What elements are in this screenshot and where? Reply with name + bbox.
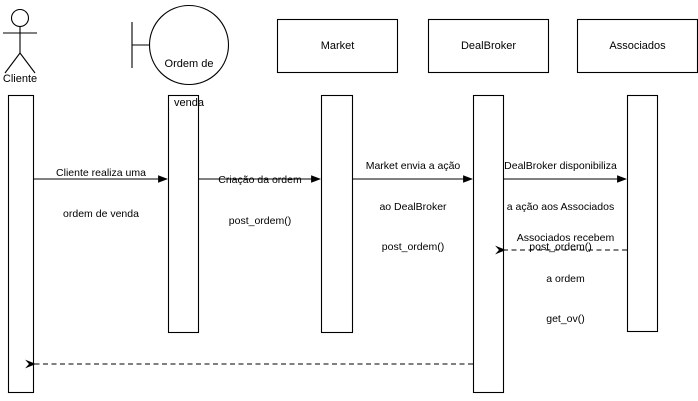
message-label-6: Ordem realizada com sucesso — [173, 375, 336, 401]
actor-icon-cliente — [3, 8, 37, 74]
message-label-5-line2: a ordem — [546, 272, 585, 285]
message-label-5-line1: Associados recebem — [516, 232, 615, 244]
boundary-icon-ordem-de-venda — [131, 4, 230, 86]
activation-bar-ordem-de-venda — [167, 94, 200, 334]
message-label-4-line3: post_ordem() — [529, 241, 592, 253]
participant-box-dealbroker — [427, 18, 550, 74]
message-label-4-line2: a ação aos Associados — [506, 200, 615, 213]
message-label-2-line1: Criação da ordem — [218, 174, 302, 186]
message-label-1-line1: Cliente realiza uma — [56, 167, 146, 179]
message-label-2: Criação da ordem post_ordem() — [199, 147, 321, 255]
participant-label-cliente: Cliente — [2, 73, 38, 85]
message-label-5-line3: get_ov() — [546, 313, 585, 325]
message-label-5: Associados recebem a ordem get_ov() — [504, 205, 627, 354]
activation-bar-cliente — [7, 94, 35, 394]
message-label-1-line2: ordem de venda — [63, 207, 139, 220]
message-label-4-line1: DealBroker disponibiliza — [504, 160, 617, 172]
activation-bar-market — [320, 94, 354, 334]
participant-label-ordem-de-venda: Ordem de venda — [149, 32, 229, 136]
message-label-1: Cliente realiza uma ordem de venda — [35, 140, 167, 248]
participant-box-market — [276, 18, 399, 74]
participant-label-market: Market — [320, 40, 355, 52]
message-label-3-line3: post_ordem() — [381, 241, 445, 253]
participant-label-associados: Associados — [609, 40, 666, 52]
message-label-3-line2: ao DealBroker — [379, 200, 447, 213]
message-label-2-line2: post_ordem() — [228, 214, 292, 227]
message-label-3-line1: Market envia a ação — [365, 160, 461, 172]
activation-bar-dealbroker — [472, 94, 505, 394]
activation-bar-associados — [626, 94, 659, 333]
message-label-3: Market envia a ação ao DealBroker post_o… — [352, 133, 474, 282]
participant-label-ordem-line1: Ordem de — [164, 58, 214, 70]
message-label-4: DealBroker disponibiliza a ação aos Asso… — [491, 133, 630, 282]
participant-label-dealbroker: DealBroker — [460, 40, 517, 52]
participant-label-ordem-line2: venda — [174, 97, 204, 109]
